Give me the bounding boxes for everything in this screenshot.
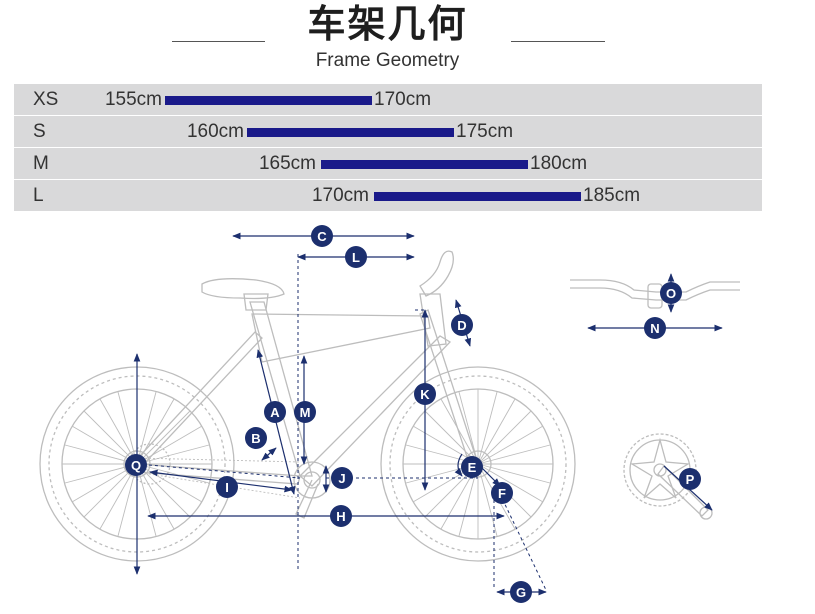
marker-b-label: B	[251, 431, 260, 446]
marker-j: J	[331, 467, 353, 489]
marker-o: O	[660, 282, 682, 304]
marker-h: H	[330, 505, 352, 527]
marker-q-label: Q	[131, 458, 141, 473]
marker-b: B	[245, 427, 267, 449]
height-max-label: 170cm	[374, 89, 432, 110]
marker-f: F	[491, 482, 513, 504]
marker-d-label: D	[457, 318, 466, 333]
marker-k: K	[414, 383, 436, 405]
height-max-label: 185cm	[583, 185, 641, 206]
size-label: XS	[33, 89, 59, 110]
marker-j-label: J	[338, 471, 345, 486]
marker-l-label: L	[352, 250, 360, 265]
marker-k-label: K	[420, 387, 430, 402]
saddle	[201, 278, 285, 300]
height-range-bar	[374, 192, 581, 201]
height-range-bar	[321, 160, 528, 169]
size-label: M	[33, 153, 49, 174]
height-min-label: 155cm	[104, 89, 162, 110]
title-rule-right	[511, 41, 605, 42]
height-range-bar	[247, 128, 454, 137]
title-rule-left	[172, 41, 265, 42]
height-min-label: 165cm	[258, 153, 316, 174]
marker-p-label: P	[686, 472, 695, 487]
height-max-label: 175cm	[456, 121, 514, 142]
marker-p: P	[679, 468, 701, 490]
marker-e-label: E	[468, 460, 477, 475]
size-table: XS 155cm 170cm S 160cm 175cm M 165cm 180…	[14, 84, 762, 212]
marker-c: C	[311, 225, 333, 247]
crankset-detail	[623, 433, 713, 520]
height-min-label: 160cm	[186, 121, 244, 142]
page-title: 车架几何	[307, 2, 468, 46]
size-row-m: M 165cm 180cm	[14, 148, 762, 180]
marker-m-label: M	[300, 405, 311, 420]
height-range-bar	[165, 96, 372, 105]
page-subtitle: Frame Geometry	[315, 50, 460, 71]
size-row-l: L 170cm 185cm	[14, 180, 762, 212]
size-row-s: S 160cm 175cm	[14, 116, 762, 148]
marker-m: M	[294, 401, 316, 423]
size-row-xs: XS 155cm 170cm	[14, 84, 762, 116]
marker-a: A	[264, 401, 286, 423]
marker-d: D	[451, 314, 473, 336]
marker-q: Q	[125, 454, 147, 476]
marker-i-label: I	[225, 480, 229, 495]
size-label: S	[33, 121, 46, 142]
marker-n: N	[644, 317, 666, 339]
height-min-label: 170cm	[311, 185, 369, 206]
marker-f-label: F	[498, 486, 506, 501]
marker-c-label: C	[317, 229, 327, 244]
marker-a-label: A	[270, 405, 280, 420]
size-label: L	[33, 185, 44, 206]
marker-o-label: O	[666, 286, 676, 301]
marker-g-label: G	[516, 585, 526, 600]
marker-l: L	[345, 246, 367, 268]
frame-geometry-diagram: C L D K A M B Q E J I F H G O N P	[39, 225, 740, 603]
marker-g: G	[510, 581, 532, 603]
marker-e: E	[461, 456, 483, 478]
height-max-label: 180cm	[530, 153, 588, 174]
handlebar	[419, 250, 454, 297]
marker-i: I	[216, 476, 238, 498]
marker-n-label: N	[650, 321, 659, 336]
marker-h-label: H	[336, 509, 345, 524]
handlebar-detail	[570, 279, 740, 309]
